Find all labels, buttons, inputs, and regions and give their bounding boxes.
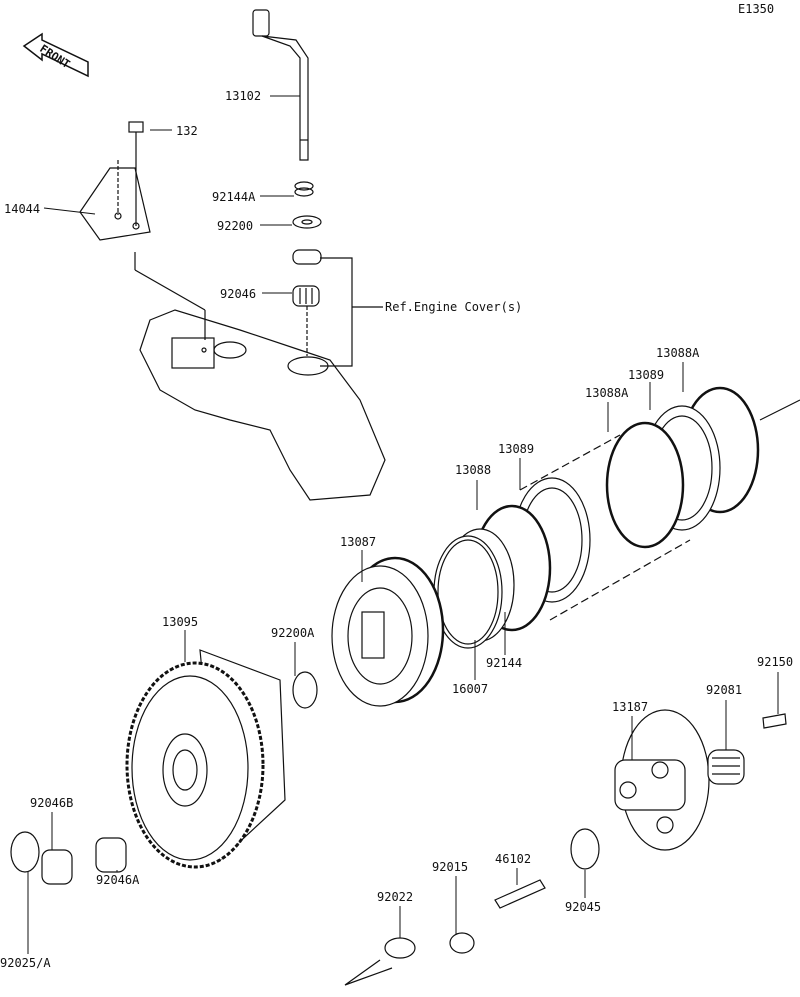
part-label-92200A[interactable]: 92200A — [271, 626, 315, 640]
part-label-13089-top[interactable]: 13089 — [628, 368, 665, 382]
part-label-92081[interactable]: 92081 — [706, 683, 743, 697]
part-label-14044[interactable]: 14044 — [4, 202, 41, 216]
part-label-13088A-top[interactable]: 13088A — [656, 346, 700, 360]
part-label-92144A[interactable]: 92144A — [212, 190, 256, 204]
front-arrow-icon — [22, 32, 89, 78]
part-label-92200[interactable]: 92200 — [217, 219, 254, 233]
reference-note: Ref.Engine Cover(s) — [385, 300, 523, 314]
clutch-plates — [433, 386, 800, 649]
clutch-hub-13087 — [331, 556, 445, 707]
washer-92200A — [292, 671, 318, 709]
part-label-13187[interactable]: 13187 — [612, 700, 649, 714]
part-label-132[interactable]: 132 — [176, 124, 198, 138]
part-label-13089[interactable]: 13089 — [498, 442, 535, 456]
release-assembly — [344, 709, 787, 986]
part-label-92046A[interactable]: 92046A — [96, 873, 140, 887]
part-label-13087[interactable]: 13087 — [340, 535, 377, 549]
shaft-13102 — [252, 9, 309, 161]
part-label-13102[interactable]: 13102 — [225, 89, 262, 103]
bracket-14044 — [79, 121, 151, 241]
part-label-92015[interactable]: 92015 — [432, 860, 469, 874]
leader-lines — [27, 95, 779, 954]
small-parts-stack — [292, 181, 322, 307]
bearings-92046 — [10, 831, 127, 885]
part-label-92150[interactable]: 92150 — [757, 655, 794, 669]
diagram-code: E1350 — [738, 2, 775, 16]
part-label-13088[interactable]: 13088 — [455, 463, 492, 477]
part-label-46102[interactable]: 46102 — [495, 852, 532, 866]
part-label-92144[interactable]: 92144 — [486, 656, 523, 670]
part-label-92045[interactable]: 92045 — [565, 900, 602, 914]
part-label-13088A[interactable]: 13088A — [585, 386, 629, 400]
part-label-92022[interactable]: 92022 — [377, 890, 414, 904]
clutch-housing-13095 — [125, 649, 286, 869]
part-label-92046[interactable]: 92046 — [220, 287, 257, 301]
engine-cover-housing — [134, 252, 386, 501]
part-label-16007[interactable]: 16007 — [452, 682, 489, 696]
part-label-13095[interactable]: 13095 — [162, 615, 199, 629]
part-label-92046B[interactable]: 92046B — [30, 796, 74, 810]
part-label-92025A[interactable]: 92025/A — [0, 956, 51, 970]
